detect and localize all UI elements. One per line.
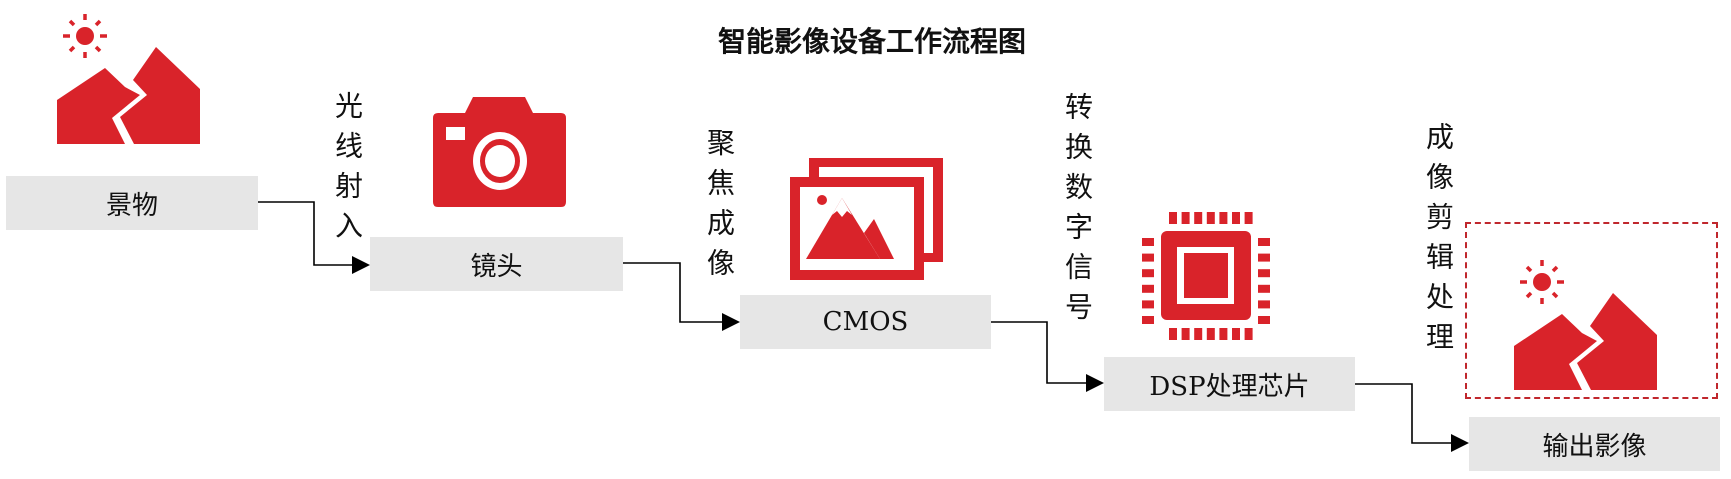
arrowhead-1: [352, 256, 370, 274]
chip-pin: [1258, 300, 1270, 309]
node-lens: 镜头: [370, 237, 623, 291]
diagram-title: 智能影像设备工作流程图: [717, 25, 1026, 58]
chip-pin: [1142, 316, 1154, 324]
chip-pin: [1169, 212, 1177, 224]
chip-pin: [1219, 328, 1228, 340]
landscape-icon: [1514, 260, 1657, 390]
arrowhead-2: [722, 313, 740, 331]
edge-line-1: [258, 201, 352, 266]
output-image-frame: [1465, 222, 1718, 399]
node-label: 景物: [105, 190, 158, 221]
chip-pin: [1258, 238, 1270, 246]
chip-pin: [1258, 269, 1270, 278]
chip-pin: [1232, 212, 1240, 224]
chip-pin: [1142, 253, 1154, 262]
chip-pin: [1142, 269, 1154, 278]
chip-pin: [1142, 284, 1154, 293]
chip-pin: [1194, 212, 1203, 224]
chip-pin: [1219, 212, 1228, 224]
chip-pin: [1206, 328, 1215, 340]
chip-pin: [1244, 212, 1253, 224]
chip-pin: [1258, 316, 1270, 324]
node-label: CMOS: [822, 307, 909, 337]
edge-label-focus: 聚焦成像: [703, 128, 736, 288]
edge-line-2: [623, 262, 722, 323]
edge-label-convert: 转换数字信号: [1061, 92, 1094, 332]
image-gallery-icon: [790, 158, 943, 280]
node-output-image: 输出影像: [1469, 417, 1720, 471]
node-scene: 景物: [6, 176, 258, 230]
chip-pin: [1206, 212, 1215, 224]
edge-label-light-in: 光线射入: [331, 91, 364, 251]
node-cmos: CMOS: [740, 295, 991, 349]
arrowhead-4: [1451, 434, 1469, 452]
node-label: DSP处理芯片: [1149, 371, 1310, 402]
chip-pin: [1181, 212, 1190, 224]
chip-pin: [1232, 328, 1240, 340]
edge-line-3: [991, 321, 1086, 384]
chip-pin: [1169, 328, 1177, 340]
chip-pin: [1258, 284, 1270, 293]
chip-pin: [1244, 328, 1253, 340]
node-label: 输出影像: [1542, 431, 1647, 462]
chip-icon: [1142, 212, 1270, 340]
edge-label-edit: 成像剪辑处理: [1422, 122, 1455, 362]
chip-pin: [1258, 253, 1270, 262]
chip-pin: [1142, 300, 1154, 309]
node-label: 镜头: [470, 251, 523, 282]
landscape-icon: [57, 14, 200, 144]
chip-pin: [1181, 328, 1190, 340]
node-dsp-chip: DSP处理芯片: [1104, 357, 1355, 411]
arrowhead-3: [1086, 374, 1104, 392]
edge-line-4: [1355, 383, 1451, 444]
chip-pin: [1194, 328, 1203, 340]
chip-pin: [1142, 238, 1154, 246]
camera-icon: [433, 97, 566, 207]
